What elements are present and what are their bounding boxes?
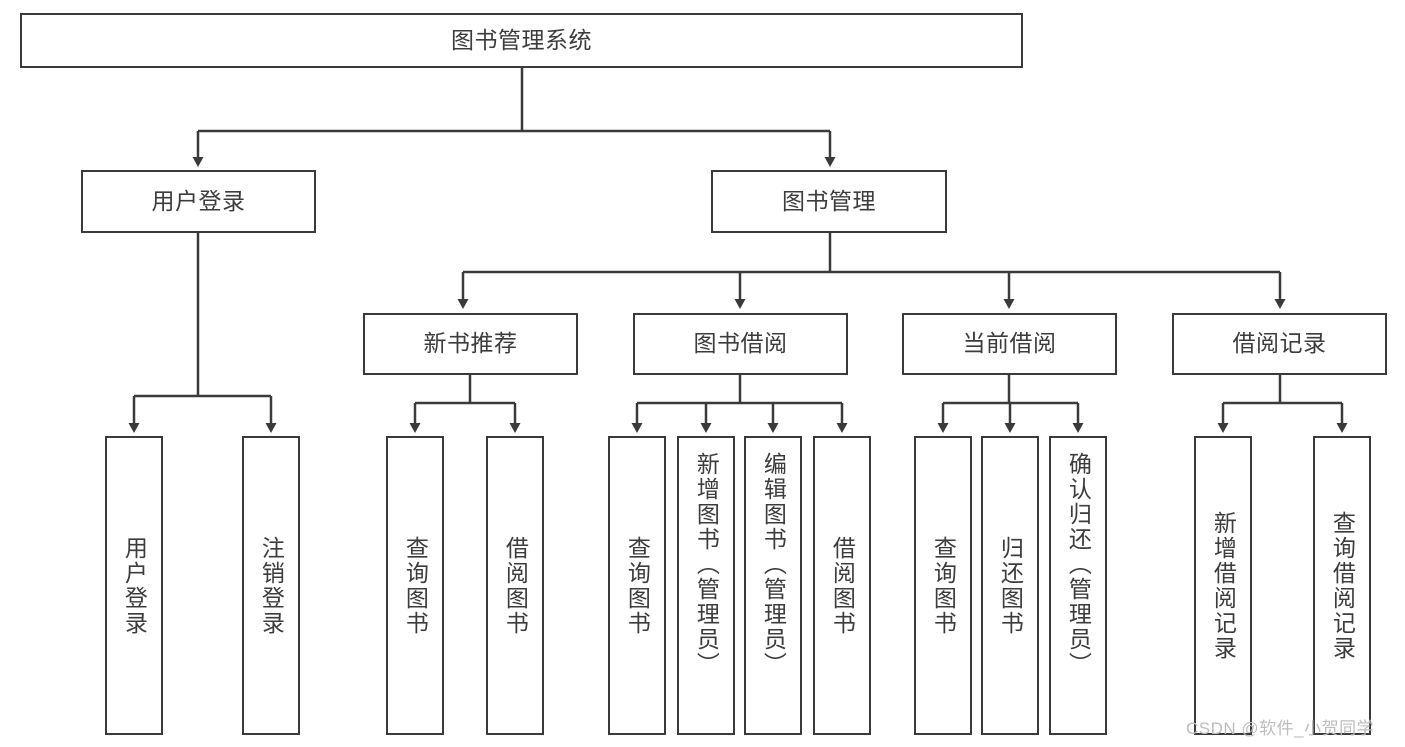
node-book-management[interactable]: 图书管理: [711, 170, 947, 233]
leaf-current-return-book-label: 归还图书: [997, 535, 1024, 636]
leaf-borrow-edit-book[interactable]: 编辑图书（管理员）: [744, 436, 802, 735]
leaf-current-query-book-label: 查询图书: [930, 535, 957, 636]
node-user-login[interactable]: 用户登录: [81, 170, 316, 233]
csdn-watermark: CSDN @软件_小贺同学: [1186, 719, 1375, 738]
node-borrow-record-label: 借阅记录: [1232, 330, 1327, 357]
leaf-user-login-signin-label: 用户登录: [121, 535, 148, 636]
leaf-user-login-signout[interactable]: 注销登录: [242, 436, 300, 735]
leaf-borrow-add-book[interactable]: 新增图书（管理员）: [677, 436, 735, 735]
leaf-borrow-query-book[interactable]: 查询图书: [608, 436, 666, 735]
leaf-borrow-borrow-book[interactable]: 借阅图书: [813, 436, 871, 735]
leaf-record-add[interactable]: 新增借阅记录: [1194, 436, 1252, 735]
leaf-current-query-book[interactable]: 查询图书: [914, 436, 972, 735]
leaf-new-book-query-label: 查询图书: [402, 535, 429, 636]
node-user-login-label: 用户登录: [151, 187, 246, 214]
leaf-new-book-borrow[interactable]: 借阅图书: [486, 436, 544, 735]
node-new-book-recommend[interactable]: 新书推荐: [363, 313, 578, 375]
node-root[interactable]: 图书管理系统: [20, 13, 1023, 68]
leaf-current-confirm-return[interactable]: 确认归还（管理员）: [1049, 436, 1107, 735]
leaf-current-return-book[interactable]: 归还图书: [981, 436, 1039, 735]
leaf-record-query-label: 查询借阅记录: [1329, 510, 1356, 661]
leaf-user-login-signin[interactable]: 用户登录: [105, 436, 163, 735]
leaf-new-book-query[interactable]: 查询图书: [386, 436, 444, 735]
leaf-user-login-signout-label: 注销登录: [258, 535, 285, 636]
leaf-record-add-label: 新增借阅记录: [1210, 510, 1237, 661]
node-new-book-recommend-label: 新书推荐: [423, 330, 518, 357]
node-book-borrow-label: 图书借阅: [693, 330, 788, 357]
leaf-record-query[interactable]: 查询借阅记录: [1313, 436, 1371, 735]
leaf-borrow-borrow-book-label: 借阅图书: [829, 535, 856, 636]
leaf-current-confirm-return-label: 确认归还（管理员）: [1065, 452, 1092, 677]
leaf-new-book-borrow-label: 借阅图书: [502, 535, 529, 636]
node-root-label: 图书管理系统: [451, 26, 592, 53]
node-book-management-label: 图书管理: [782, 187, 876, 214]
node-borrow-record[interactable]: 借阅记录: [1172, 313, 1387, 375]
leaf-borrow-query-book-label: 查询图书: [624, 535, 651, 636]
leaf-borrow-add-book-label: 新增图书（管理员）: [693, 452, 720, 677]
node-current-borrow-label: 当前借阅: [962, 330, 1057, 357]
node-current-borrow[interactable]: 当前借阅: [902, 313, 1117, 375]
leaf-borrow-edit-book-label: 编辑图书（管理员）: [760, 452, 787, 677]
node-book-borrow[interactable]: 图书借阅: [633, 313, 848, 375]
